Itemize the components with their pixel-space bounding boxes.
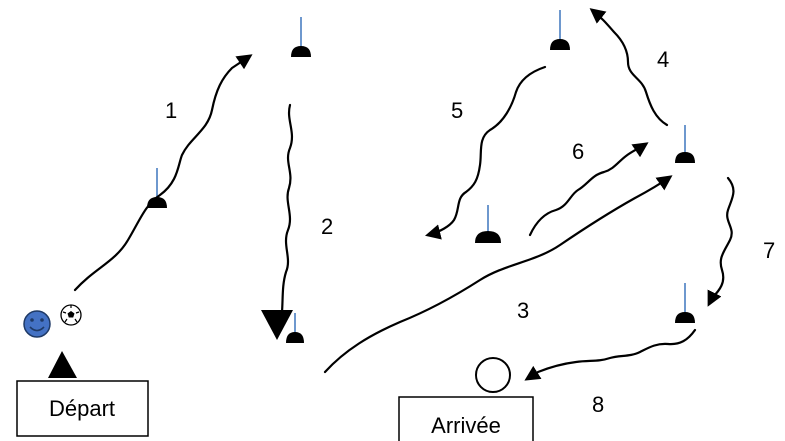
step-label-6: 6	[572, 139, 584, 164]
cone-marker-icon	[286, 313, 304, 343]
step-label-4: 4	[657, 47, 669, 72]
soccer-ball-icon	[60, 304, 82, 326]
cone-marker-icon	[550, 10, 570, 50]
step-label-7: 7	[763, 238, 775, 263]
circle-target-icon	[475, 357, 511, 393]
smiley-face-icon	[23, 310, 51, 338]
step-label-1: 1	[165, 98, 177, 123]
cone-marker-icon	[675, 283, 695, 323]
step-label-3: 3	[517, 298, 529, 323]
dribble-path-8	[524, 328, 697, 381]
step-label-2: 2	[321, 214, 333, 239]
dribble-path-7	[707, 176, 735, 307]
step-label-8: 8	[592, 392, 604, 417]
start-box: Départ	[16, 380, 149, 437]
dribble-path-4	[589, 8, 669, 127]
down-triangle-icon	[261, 310, 293, 340]
finish-box: Arrivée	[398, 396, 534, 441]
dribble-path-5	[425, 65, 547, 240]
dribble-path-6	[528, 142, 649, 237]
finish-label: Arrivée	[431, 413, 501, 438]
dribble-path-2	[280, 103, 294, 314]
start-label: Départ	[49, 396, 115, 421]
cone-marker-icon	[675, 125, 695, 163]
cone-marker-icon	[475, 205, 501, 243]
up-triangle-icon	[48, 351, 77, 378]
step-label-5: 5	[451, 98, 463, 123]
cone-marker-icon	[147, 168, 167, 208]
dribble-path-1	[73, 54, 253, 292]
cone-marker-icon	[291, 17, 311, 57]
dribble-path-3	[323, 175, 673, 374]
